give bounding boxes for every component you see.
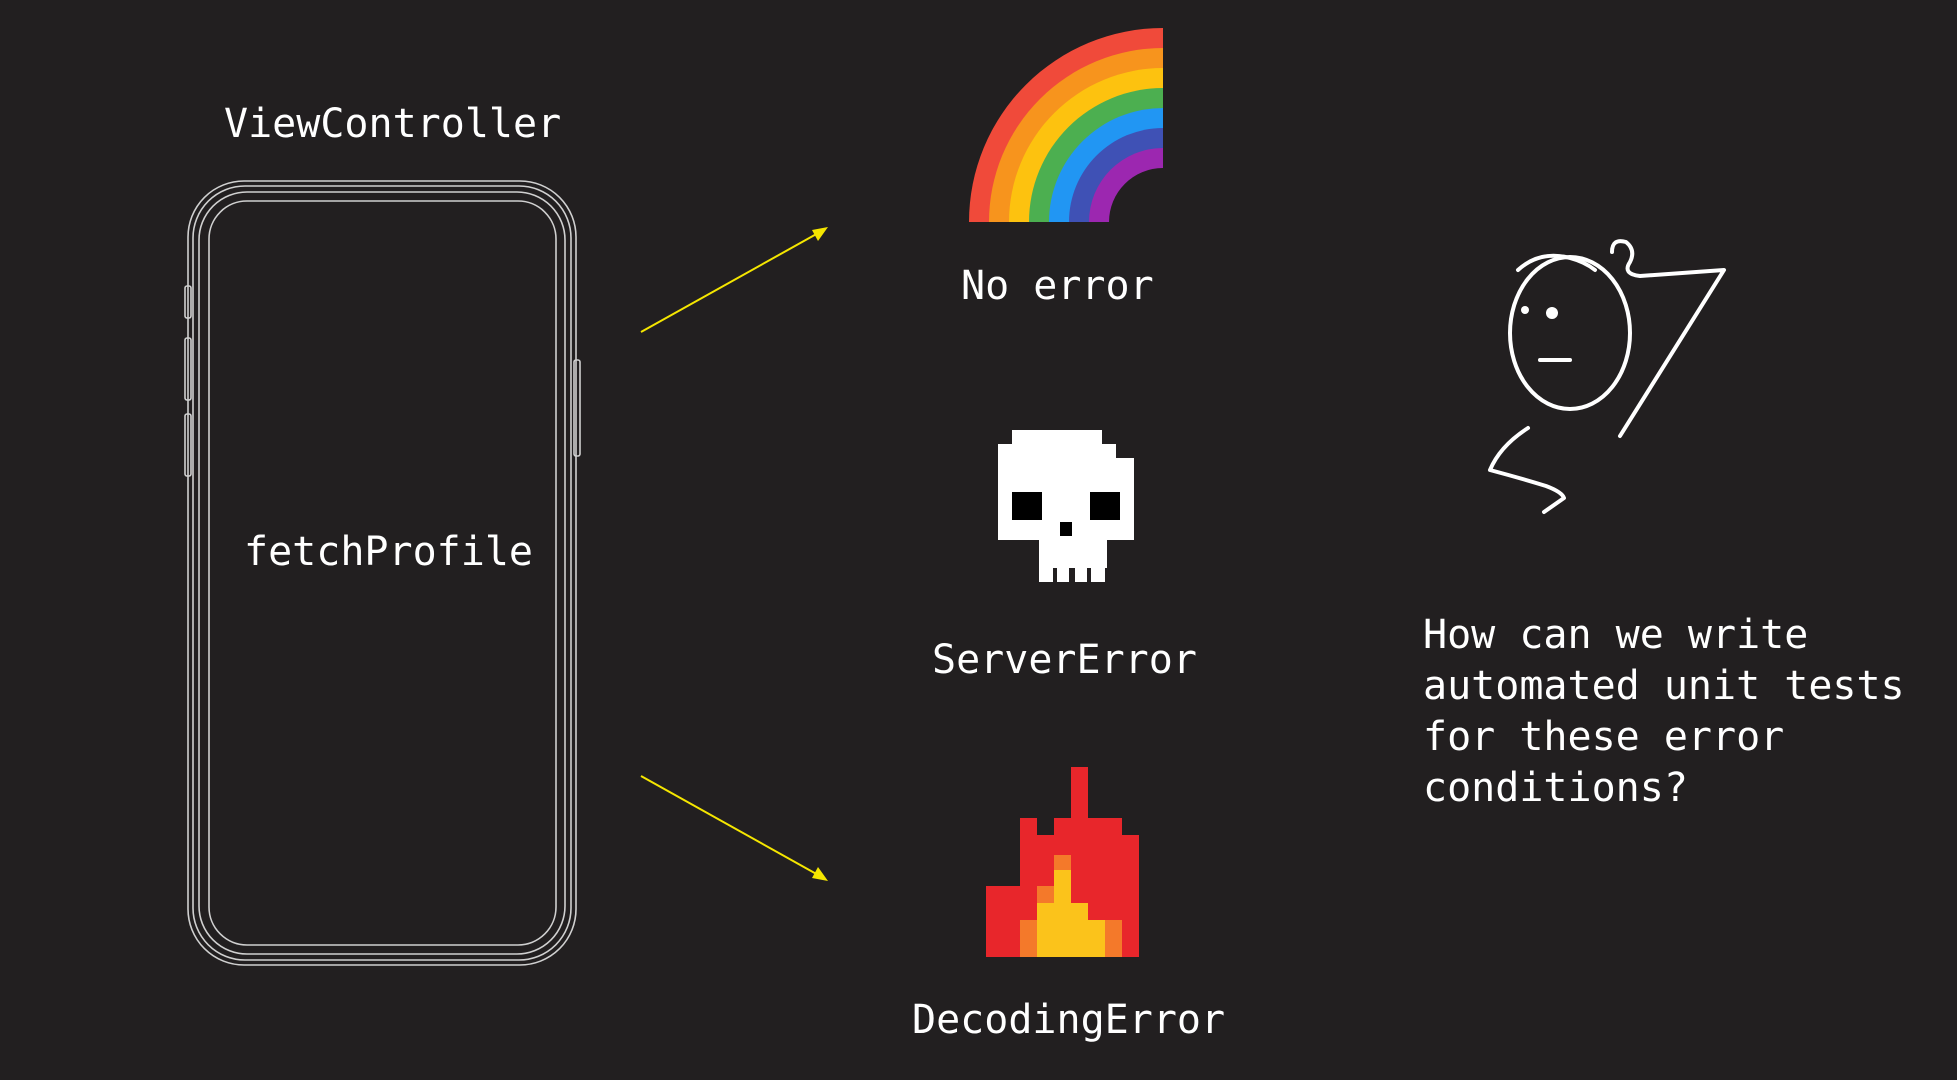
phone-side-buttons <box>184 285 581 477</box>
question-line: How can we write <box>1423 612 1809 658</box>
fetch-profile-label: fetchProfile <box>244 529 533 575</box>
decoding-error-label: DecodingError <box>912 997 1226 1043</box>
server-error-label: ServerError <box>932 637 1197 683</box>
no-error-label: No error <box>961 263 1154 309</box>
arrow-to-no-error <box>640 227 828 333</box>
question-line: for these error <box>1423 714 1785 760</box>
view-controller-title: ViewController <box>224 101 562 147</box>
question-text: How can we write automated unit tests fo… <box>1423 610 1943 814</box>
question-line: automated unit tests <box>1423 663 1905 709</box>
question-line: conditions? <box>1423 765 1688 811</box>
arrow-to-decoding-error <box>640 775 828 881</box>
